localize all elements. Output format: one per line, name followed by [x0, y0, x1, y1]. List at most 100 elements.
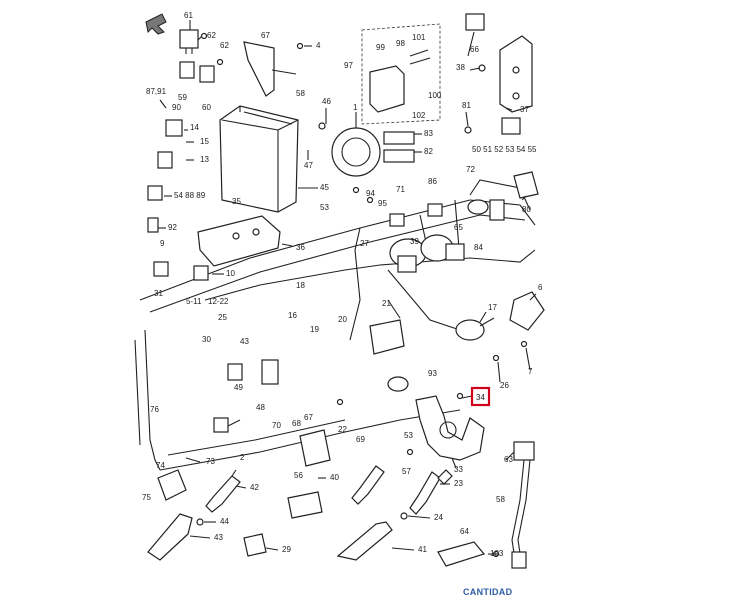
- callout-20: 20: [338, 315, 347, 324]
- callout-13: 13: [200, 155, 209, 164]
- callout-54-88-89: 54 88 89: [174, 191, 206, 200]
- callout-97: 97: [344, 61, 353, 70]
- callout-23: 23: [454, 479, 463, 488]
- callout-63: 63: [504, 455, 513, 464]
- callout-26: 26: [500, 381, 509, 390]
- callout-101: 101: [412, 33, 426, 42]
- callout-72: 72: [466, 165, 475, 174]
- callout-76: 76: [150, 405, 159, 414]
- callout-62b: 62: [220, 41, 229, 50]
- callout-86: 86: [428, 177, 437, 186]
- control-unit-45: [219, 105, 299, 213]
- lens-64: [437, 541, 486, 567]
- callout-34: 34: [476, 393, 485, 402]
- switch-49: [227, 363, 243, 381]
- bracket-66: [287, 491, 323, 519]
- cantidad-link[interactable]: CANTIDAD: [463, 587, 513, 597]
- callout-2: 2: [240, 453, 245, 462]
- switch-assembly-33: [415, 395, 485, 461]
- switch-group-center: [389, 203, 465, 273]
- callout-56: 56: [294, 471, 303, 480]
- callout-48: 48: [256, 403, 265, 412]
- callout-73: 73: [206, 457, 215, 466]
- ignition-17: [455, 317, 495, 341]
- relay-61: [179, 29, 199, 54]
- callout-92: 92: [168, 223, 177, 232]
- callout-98: 98: [396, 39, 405, 48]
- callout-38: 38: [456, 63, 465, 72]
- bulb-29: [243, 533, 267, 557]
- relay-59: [179, 61, 215, 83]
- callout-42: 42: [250, 483, 259, 492]
- callout-99: 99: [376, 43, 385, 52]
- sensor-42: [205, 469, 241, 513]
- callout-7: 7: [528, 367, 533, 376]
- callout-17: 17: [488, 303, 497, 312]
- callout-90: 90: [172, 103, 181, 112]
- callout-58: 58: [296, 89, 305, 98]
- callout-49: 49: [234, 383, 243, 392]
- callout-61: 61: [184, 11, 193, 20]
- callout-9: 9: [160, 239, 165, 248]
- relay-55: [501, 117, 521, 135]
- callout-5-11: 5-11: [186, 297, 202, 306]
- callout-83: 83: [424, 129, 433, 138]
- highlight-box-34[interactable]: [470, 386, 491, 407]
- callout-82: 82: [424, 147, 433, 156]
- callout-10: 10: [226, 269, 235, 278]
- callout-43-top: 43: [240, 337, 249, 346]
- callout-57: 57: [402, 467, 411, 476]
- callout-35: 35: [232, 197, 241, 206]
- callout-36: 36: [296, 243, 305, 252]
- callout-100: 100: [428, 91, 442, 100]
- callout-6: 6: [538, 283, 543, 292]
- bracket-75: [157, 469, 187, 501]
- callout-67: 67: [261, 31, 270, 40]
- callout-53: 53: [320, 203, 329, 212]
- callout-71: 71: [396, 185, 405, 194]
- callout-84: 84: [474, 243, 483, 252]
- callout-62: 62: [207, 31, 216, 40]
- callout-66: 66: [470, 45, 479, 54]
- callout-12-22: 12-22: [208, 297, 229, 306]
- callout-95: 95: [378, 199, 387, 208]
- callout-29: 29: [282, 545, 291, 554]
- fuse-92: [147, 217, 159, 233]
- callout-74: 74: [156, 461, 165, 470]
- callout-37: 37: [520, 105, 529, 114]
- callout-68: 68: [292, 419, 301, 428]
- callout-16: 16: [288, 311, 297, 320]
- callout-21: 21: [382, 299, 391, 308]
- clock-1: [331, 127, 415, 177]
- sensor-57: [409, 471, 441, 515]
- callout-47: 47: [304, 161, 313, 170]
- callout-70: 70: [272, 421, 281, 430]
- callout-60: 60: [202, 103, 211, 112]
- callout-labels: 61 62 4 67 62 59 60 58 87,91 90 14 15 13…: [142, 11, 543, 558]
- left-support-bracket: [134, 329, 461, 471]
- callout-18: 18: [296, 281, 305, 290]
- lock-6: [509, 291, 545, 331]
- connector-80: [513, 171, 539, 199]
- callout-65: 65: [454, 223, 463, 232]
- sensor-40: [351, 465, 385, 505]
- callout-40: 40: [330, 473, 339, 482]
- relay-9: [153, 261, 169, 277]
- callout-41: 41: [418, 545, 427, 554]
- callout-30: 30: [202, 335, 211, 344]
- callout-94: 94: [366, 189, 375, 198]
- callout-33: 33: [454, 465, 463, 474]
- callout-69: 69: [356, 435, 365, 444]
- callout-46: 46: [322, 97, 331, 106]
- callout-4: 4: [316, 41, 321, 50]
- relay-56: [465, 13, 485, 31]
- bracket-35: [197, 215, 281, 267]
- bracket-37: [499, 35, 533, 113]
- callout-44: 44: [220, 517, 229, 526]
- orientation-arrow-icon: [145, 13, 167, 35]
- grille-67: [299, 429, 331, 467]
- sensor-23: [437, 469, 453, 485]
- leader-lines: [158, 20, 537, 555]
- callout-19: 19: [310, 325, 319, 334]
